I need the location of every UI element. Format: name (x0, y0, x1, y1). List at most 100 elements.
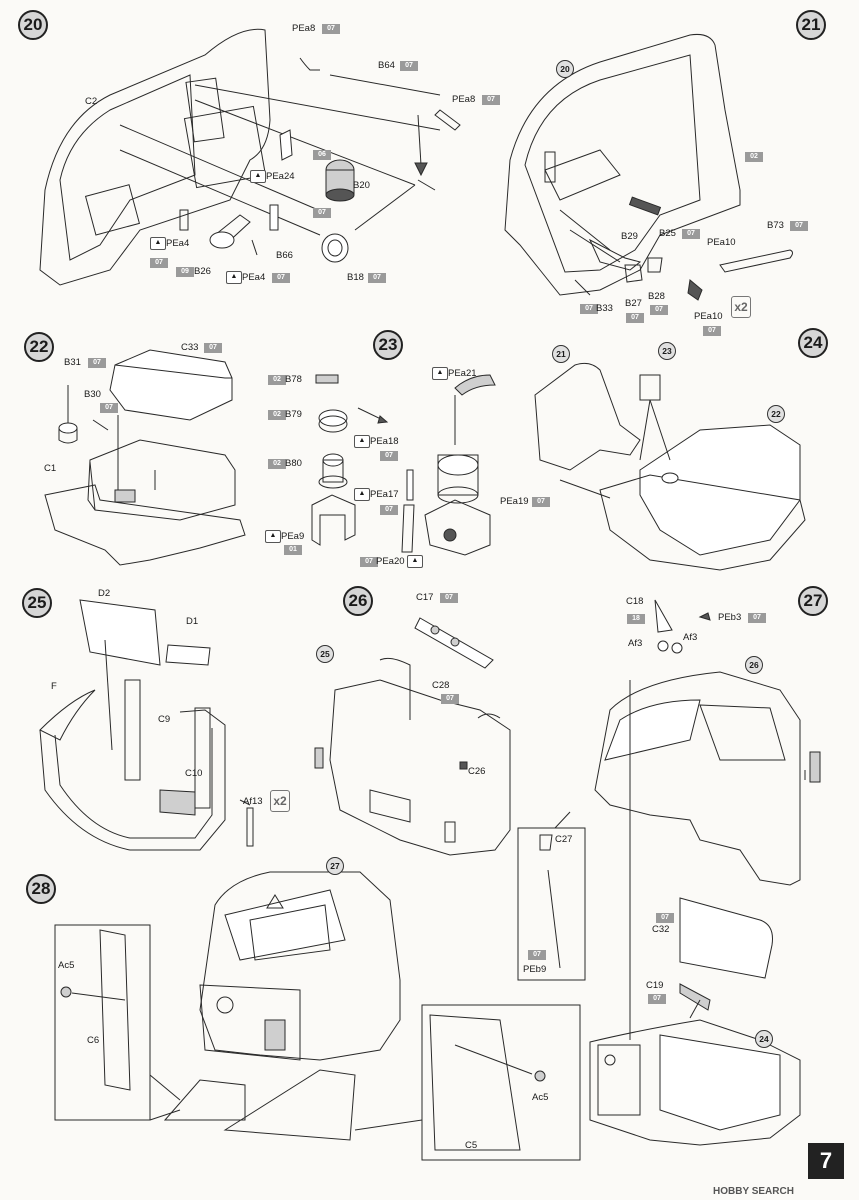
part-label: C5 (465, 1140, 478, 1151)
part-label: C18 (626, 596, 644, 607)
sprue-badge: 07 (532, 497, 550, 507)
step-number: 25 (22, 588, 52, 618)
photo-etch-icon: ▲ (432, 367, 448, 380)
page-number: 7 (808, 1143, 844, 1179)
part-label: PEa21 (448, 368, 477, 379)
sprue-badge: 07 (626, 313, 644, 323)
part-label: C27 (555, 834, 573, 845)
part-label: C6 (87, 1035, 100, 1046)
step25-drawing (39, 599, 254, 851)
part-label: C9 (158, 714, 171, 725)
sprue-badge: 01 (284, 545, 302, 555)
step-reference: 20 (556, 60, 574, 78)
part-label: B25 (659, 228, 676, 239)
step-number: 20 (18, 10, 48, 40)
watermark-text: HOBBY SEARCH (713, 1186, 794, 1197)
part-label: C17 (416, 592, 434, 603)
sprue-badge: 07 (748, 613, 766, 623)
multiplier-mark: x2 (270, 790, 290, 812)
part-label: C33 (181, 342, 199, 353)
part-label: PEa20 (376, 556, 405, 567)
part-label: PEa8 (292, 23, 316, 34)
step-number: 22 (24, 332, 54, 362)
step-reference: 27 (326, 857, 344, 875)
step-reference: 26 (745, 656, 763, 674)
part-label: PEa24 (266, 171, 295, 182)
sprue-badge: 07 (380, 505, 398, 515)
sprue-badge: 07 (650, 305, 668, 315)
step-number: 24 (798, 328, 828, 358)
part-label: B28 (648, 291, 665, 302)
sprue-badge: 07 (204, 343, 222, 353)
sprue-badge: 07 (272, 273, 290, 283)
part-label: B29 (621, 231, 638, 242)
part-label: B27 (625, 298, 642, 309)
sprue-badge: 07 (441, 694, 459, 704)
part-label: PEa17 (370, 489, 399, 500)
part-label: B78 (285, 374, 302, 385)
sprue-badge: 02 (268, 459, 286, 469)
photo-etch-icon: ▲ (265, 530, 281, 543)
photo-etch-icon: ▲ (226, 271, 242, 284)
step27-drawing (589, 599, 821, 1146)
part-label: C2 (85, 96, 98, 107)
part-label: Ac5 (532, 1092, 549, 1103)
photo-etch-icon: ▲ (150, 237, 166, 250)
sprue-badge: 07 (380, 451, 398, 461)
sprue-badge: 07 (150, 258, 168, 268)
part-label: Ac5 (58, 960, 75, 971)
part-label: C10 (185, 768, 203, 779)
photo-etch-icon: ▲ (407, 555, 423, 568)
part-label: PEa18 (370, 436, 399, 447)
part-label: D1 (186, 616, 199, 627)
part-label: B33 (596, 303, 613, 314)
sprue-badge: 07 (482, 95, 500, 105)
sprue-badge: 07 (360, 557, 378, 567)
sprue-badge: 07 (703, 326, 721, 336)
sprue-badge: 18 (627, 614, 645, 624)
part-label: PEa9 (281, 531, 305, 542)
sprue-badge: 07 (656, 913, 674, 923)
part-label: B26 (194, 266, 211, 277)
step-reference: 23 (658, 342, 676, 360)
sprue-badge: 07 (400, 61, 418, 71)
part-label: B31 (64, 357, 81, 368)
step-number: 28 (26, 874, 56, 904)
step23-drawing (311, 374, 496, 556)
part-label: PEa4 (242, 272, 266, 283)
step28-drawing (54, 871, 581, 1161)
step-number: 23 (373, 330, 403, 360)
part-label: C32 (652, 924, 670, 935)
sprue-badge: 02 (268, 410, 286, 420)
part-label: B20 (353, 180, 370, 191)
part-label: PEa19 (500, 496, 529, 507)
part-label: D2 (98, 588, 111, 599)
part-label: B79 (285, 409, 302, 420)
sprue-badge: 02 (268, 375, 286, 385)
photo-etch-icon: ▲ (354, 435, 370, 448)
step-reference: 22 (767, 405, 785, 423)
sprue-badge: 07 (100, 403, 118, 413)
sprue-badge: 07 (528, 950, 546, 960)
part-label: Af3 (628, 638, 643, 649)
part-label: B73 (767, 220, 784, 231)
sprue-badge: 07 (322, 24, 340, 34)
step-reference: 25 (316, 645, 334, 663)
step-reference: 21 (552, 345, 570, 363)
part-label: C26 (468, 766, 486, 777)
sprue-badge: 07 (682, 229, 700, 239)
sprue-badge: 07 (648, 994, 666, 1004)
part-label: C28 (432, 680, 450, 691)
step-number: 26 (343, 586, 373, 616)
sprue-badge: 07 (313, 208, 331, 218)
sprue-badge: 07 (440, 593, 458, 603)
part-label: B18 (347, 272, 364, 283)
part-label: Af13 (243, 796, 263, 807)
sprue-badge: 07 (790, 221, 808, 231)
step-number: 21 (796, 10, 826, 40)
step20-drawing (39, 28, 461, 286)
part-label: PEa4 (166, 238, 190, 249)
step21-drawing (504, 34, 793, 301)
